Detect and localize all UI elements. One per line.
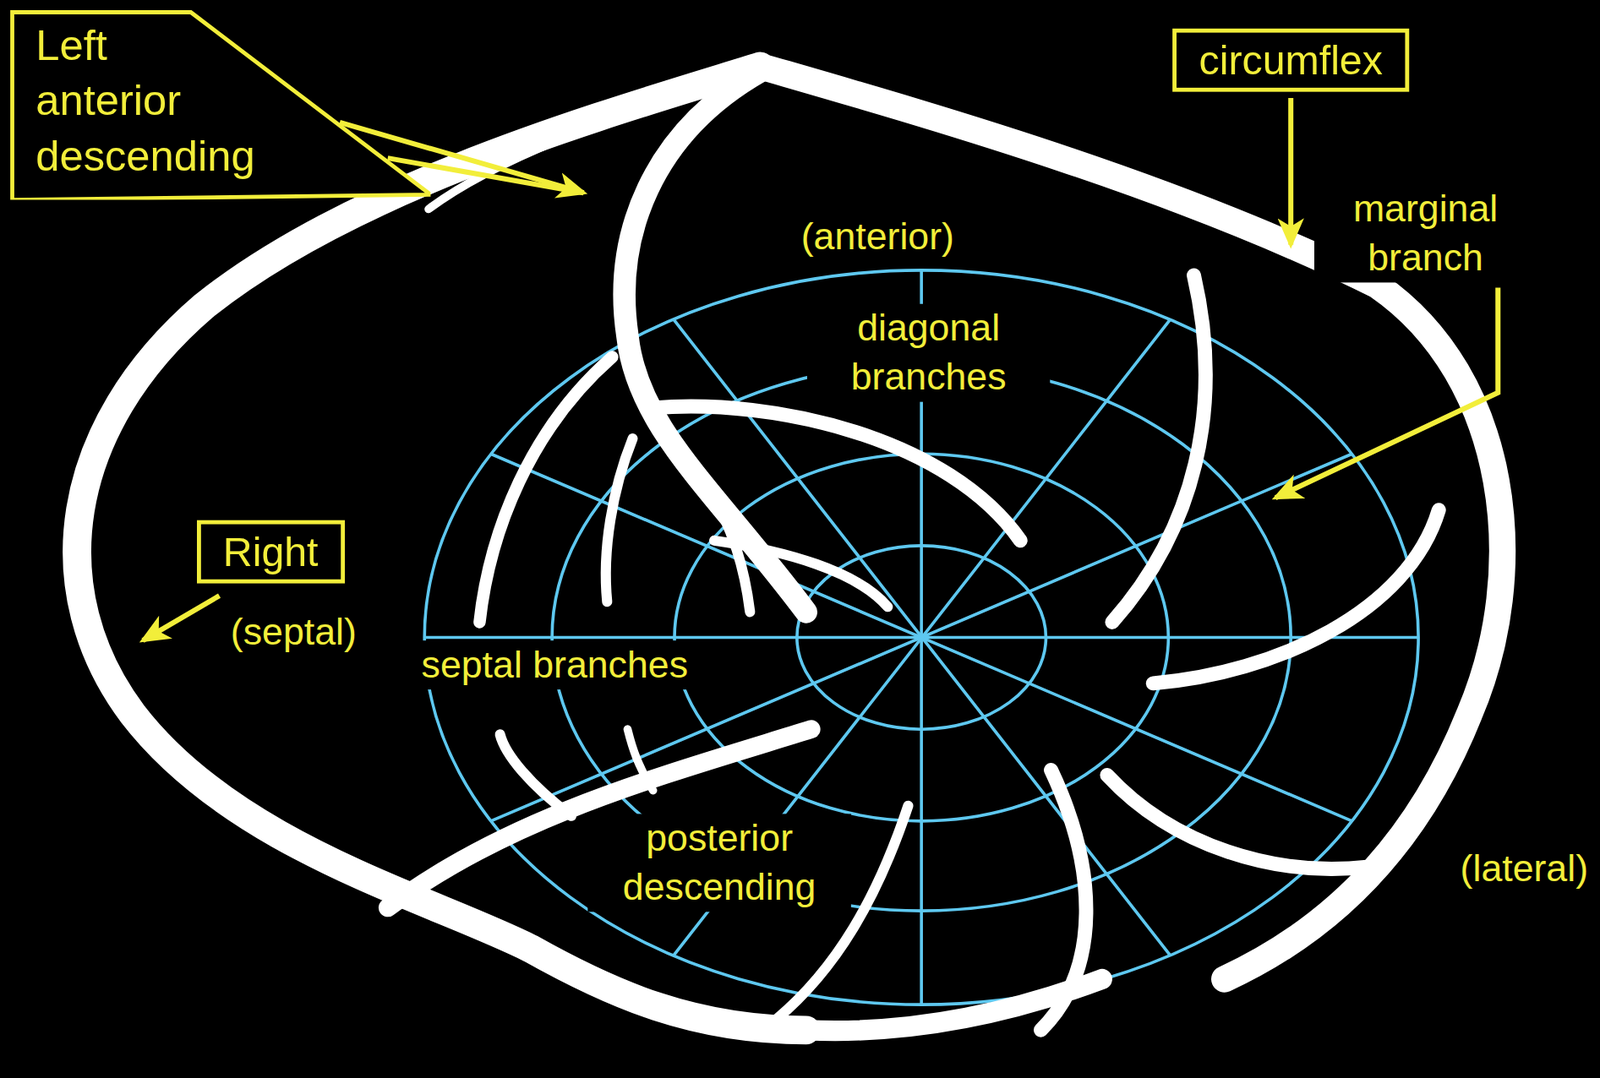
coronary-arteries <box>76 65 1502 1032</box>
label-box: circumflex <box>1172 28 1409 93</box>
region-label: diagonal branches <box>807 304 1050 403</box>
region-label: posterior descending <box>587 813 851 912</box>
callout-polygon <box>11 11 431 200</box>
artery-name: Left anterior descending <box>35 18 258 185</box>
region-label: (septal) <box>226 608 361 658</box>
callout-box: Left anterior descending <box>10 10 431 201</box>
artery-name: Right <box>223 526 319 578</box>
region-label: septal branches <box>417 640 693 690</box>
callout-text-holder: Left anterior descending <box>10 10 431 184</box>
label-box: Right <box>196 520 345 585</box>
region-label: (anterior) <box>797 212 959 262</box>
polar-grid <box>424 270 1419 1005</box>
region-label: (lateral) <box>1456 845 1593 895</box>
region-label: marginal branch <box>1314 185 1537 284</box>
artery-name: circumflex <box>1199 34 1383 86</box>
